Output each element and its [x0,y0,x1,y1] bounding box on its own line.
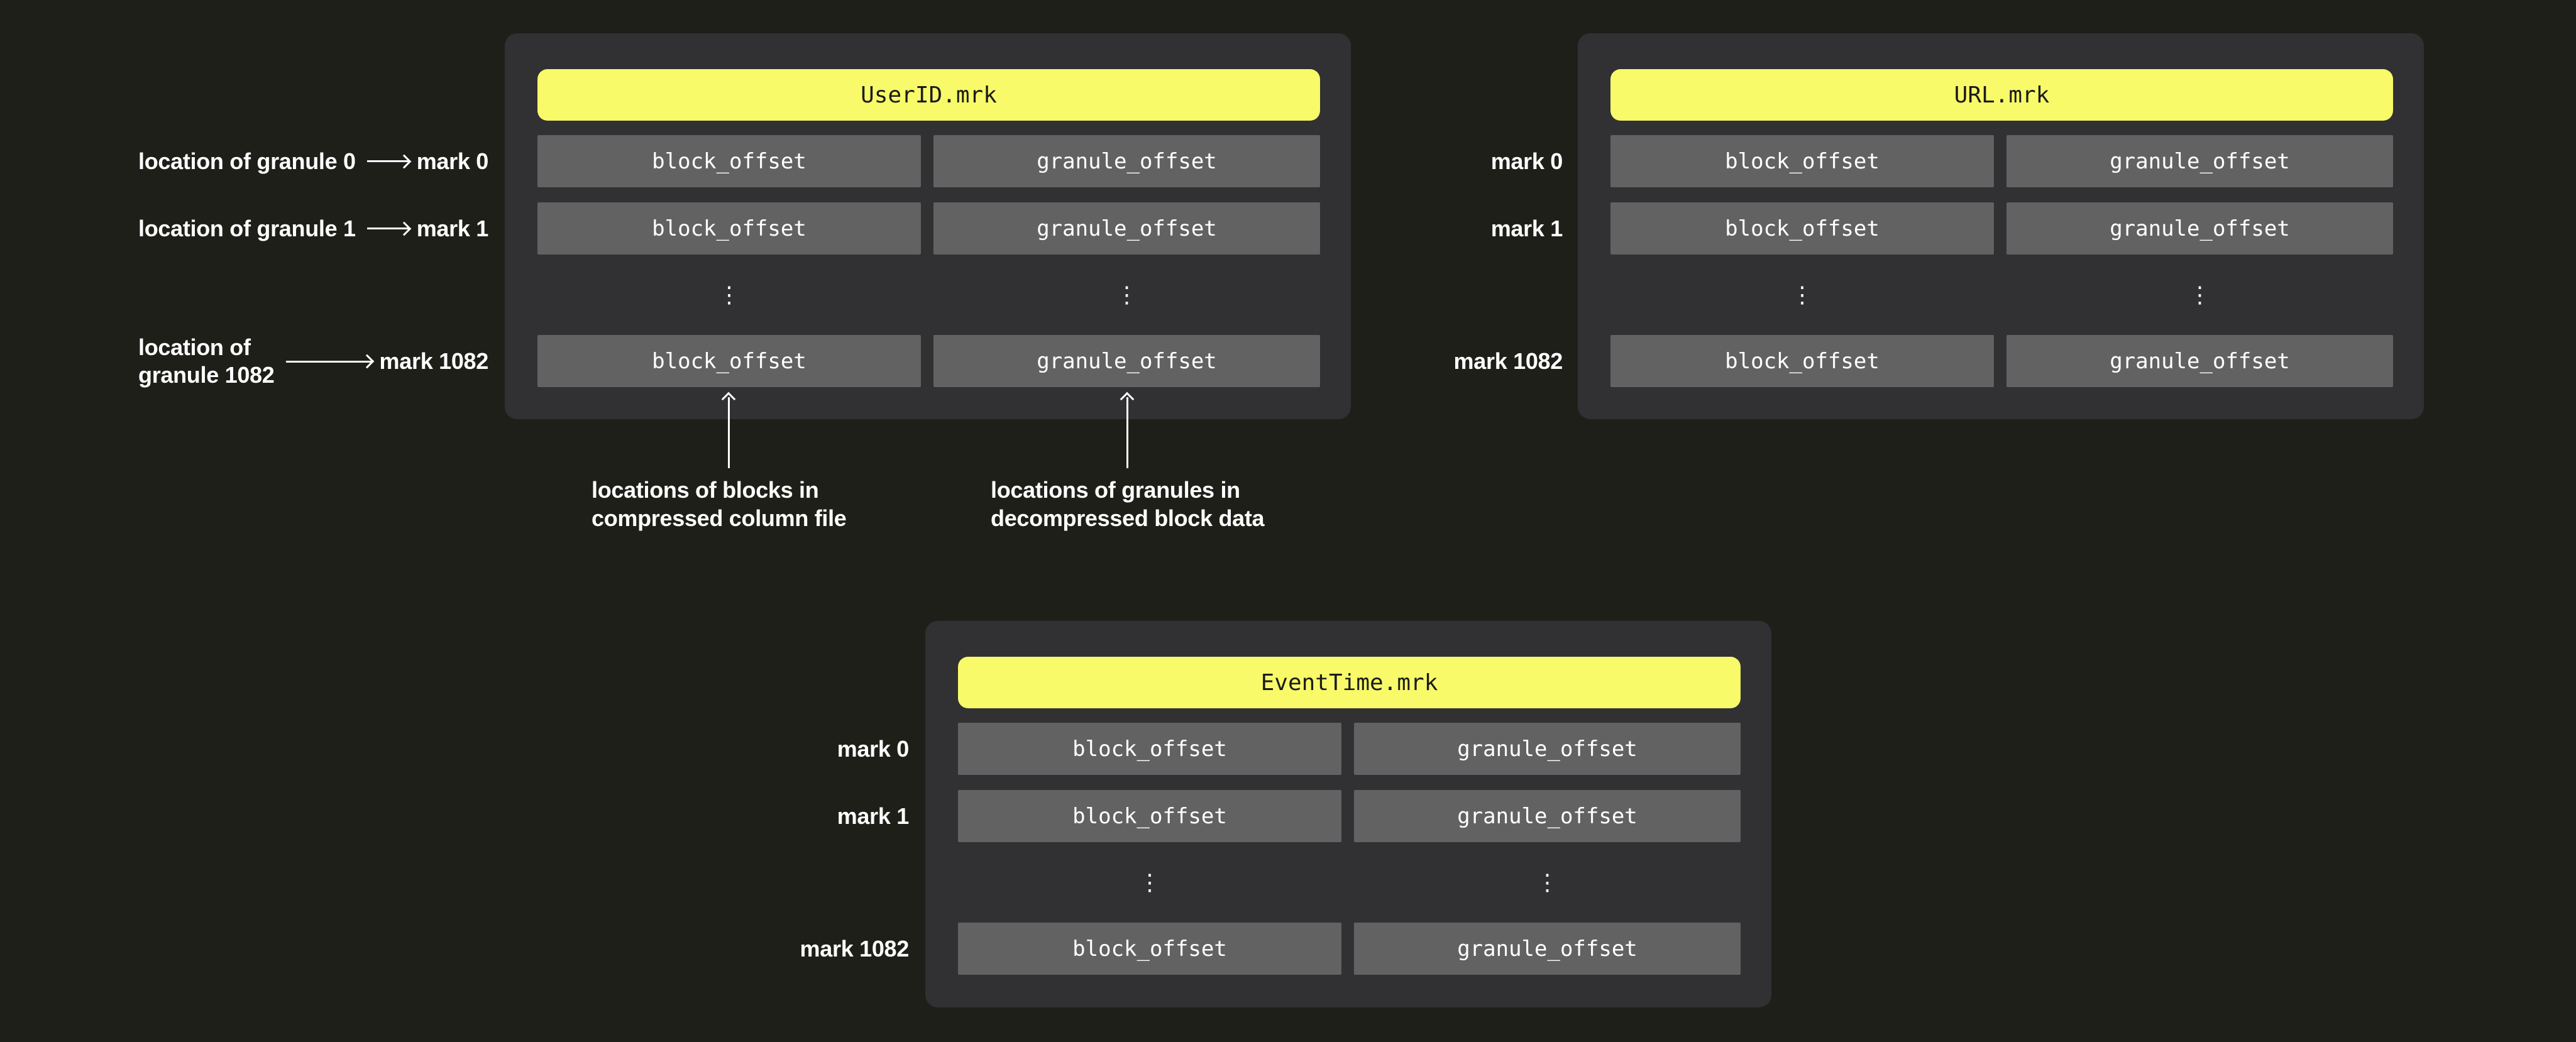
mark-label-text: mark 1 [1490,215,1563,241]
cell-block-offset: block_offset [958,923,1341,975]
cell-block-offset: block_offset [537,202,921,255]
mark-label-text: mark 0 [1490,148,1563,174]
arrow-right-icon [366,221,412,236]
granule-location-row-1082: location of granule 1082 mark 1082 [138,331,488,392]
file-header-url: URL.mrk [1610,69,2393,121]
granule-location-label-line1: location of [138,334,251,360]
vertical-ellipsis-icon: ⋮ [2188,282,2211,308]
granule-location-row-1: location of granule 1 mark 1 [138,202,488,255]
cell-block-offset: block_offset [958,790,1341,842]
cell-granule-offset: granule_offset [2006,335,2393,387]
cell-block-offset: block_offset [1610,135,1994,187]
annotation-line2: compressed column file [592,505,847,531]
granule-location-label: location of granule 1082 [138,334,275,389]
annotation-line2: decompressed block data [991,505,1265,531]
annotation-line1: locations of granules in [991,477,1240,503]
cell-block-offset: block_offset [958,723,1341,775]
annotation-granule-offset: locations of granules in decompressed bl… [991,476,1265,532]
mark-label: mark 1082 [703,923,910,975]
panel-userid-mrk: UserID.mrk block_offset granule_offset b… [505,33,1351,419]
mark-label: mark 1 [1389,202,1563,255]
file-header-eventtime: EventTime.mrk [958,657,1741,708]
mark-label-text: mark 1082 [800,935,910,962]
mark-label: mark 1 [703,790,910,842]
mark-label: mark 1082 [1389,335,1563,387]
granule-location-row-0: location of granule 0 mark 0 [138,135,488,187]
ellipsis-row: ⋮ ⋮ [1610,255,2393,335]
mark-label-text: mark 0 [837,735,910,762]
annotation-block-offset: locations of blocks in compressed column… [592,476,847,532]
cell-block-offset: block_offset [1610,202,1994,255]
arrow-up-icon [1119,392,1135,468]
vertical-ellipsis-icon: ⋮ [1536,869,1559,896]
mark-label: mark 0 [703,723,910,775]
ellipsis-row: ⋮ ⋮ [958,842,1741,923]
cell-granule-offset: granule_offset [2006,135,2393,187]
cell-granule-offset: granule_offset [933,202,1320,255]
annotation-line1: locations of blocks in [592,477,819,503]
vertical-ellipsis-icon: ⋮ [718,282,740,308]
granule-location-label: location of granule 0 [138,148,356,174]
mark-label: mark 1 [416,215,489,241]
cell-granule-offset: granule_offset [933,335,1320,387]
granule-location-label: location of granule 1 [138,215,356,241]
cell-granule-offset: granule_offset [1354,923,1741,975]
cell-block-offset: block_offset [537,135,921,187]
panel-url-mrk: URL.mrk block_offset granule_offset bloc… [1578,33,2424,419]
mark-label: mark 0 [1389,135,1563,187]
vertical-ellipsis-icon: ⋮ [1791,282,1814,308]
arrow-right-icon [366,154,412,168]
cell-block-offset: block_offset [537,335,921,387]
cell-granule-offset: granule_offset [1354,790,1741,842]
cell-granule-offset: granule_offset [2006,202,2393,255]
mark-label-text: mark 1 [837,803,910,829]
cell-granule-offset: granule_offset [1354,723,1741,775]
vertical-ellipsis-icon: ⋮ [1138,869,1161,896]
file-header-userid: UserID.mrk [537,69,1320,121]
ellipsis-row: ⋮ ⋮ [537,255,1320,335]
cell-granule-offset: granule_offset [933,135,1320,187]
panel-eventtime-mrk: EventTime.mrk block_offset granule_offse… [925,621,1771,1007]
cell-block-offset: block_offset [1610,335,1994,387]
arrow-right-icon [285,354,374,369]
mark-label-text: mark 1082 [1453,348,1563,374]
mark-label: mark 1082 [379,348,489,374]
arrow-up-icon [720,392,737,468]
mark-label: mark 0 [416,148,489,174]
vertical-ellipsis-icon: ⋮ [1115,282,1138,308]
granule-location-label-line2: granule 1082 [138,362,275,388]
